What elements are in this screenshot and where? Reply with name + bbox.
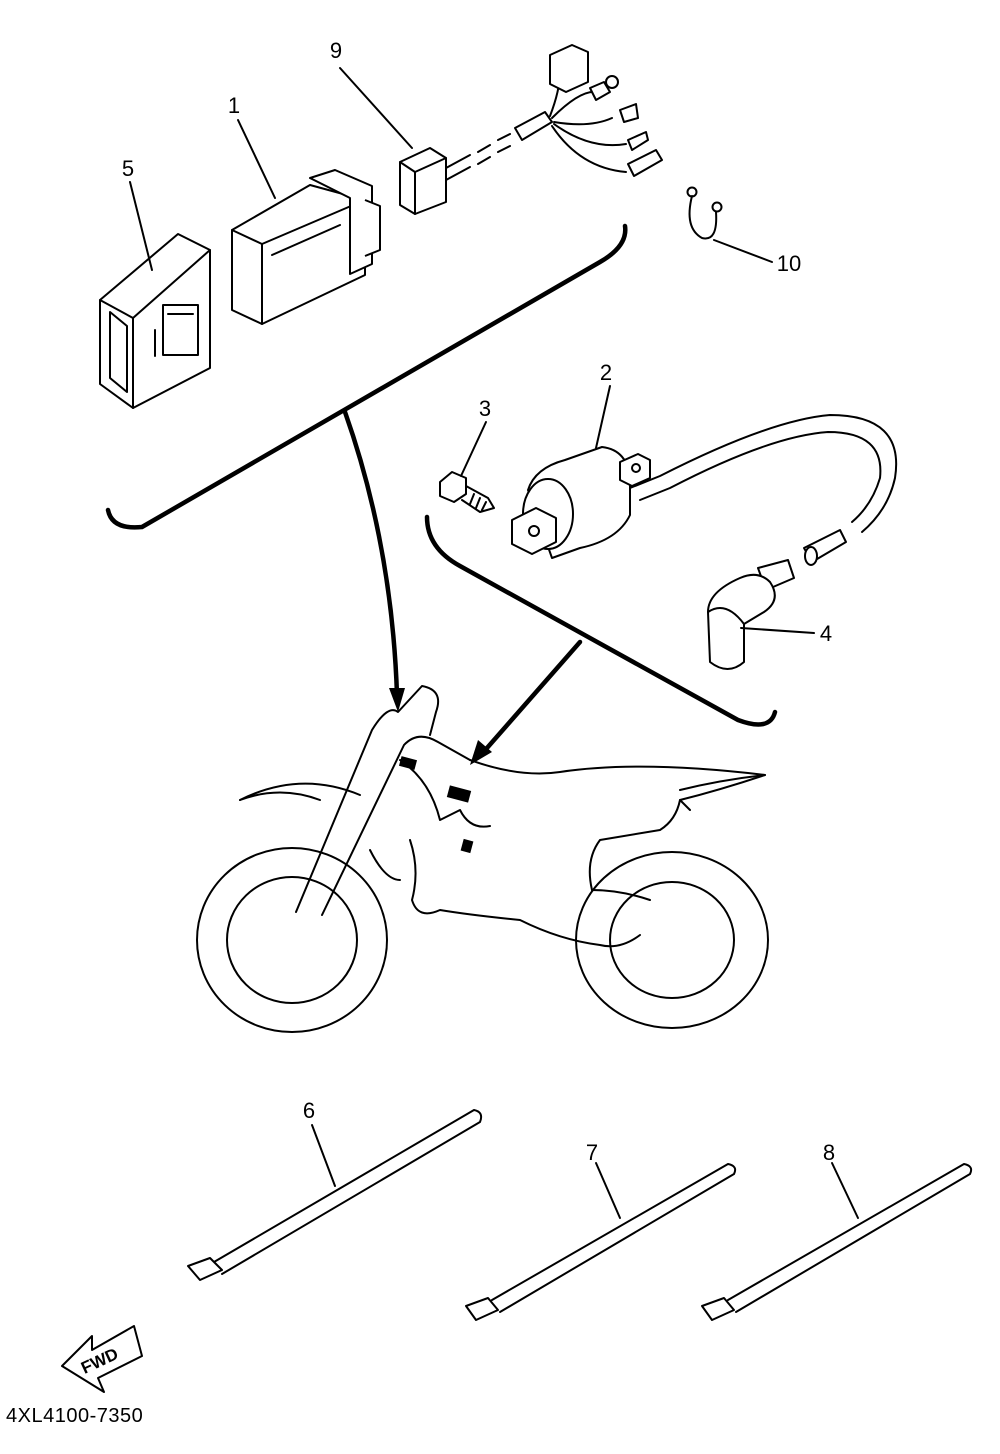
- part-label-1: 1: [228, 93, 240, 118]
- part-4-spark-plug-cap: [707, 529, 847, 670]
- part-10-clip: [686, 186, 723, 240]
- part-label-10: 10: [777, 251, 801, 276]
- part-9-wire-harness: [399, 44, 663, 215]
- part-7-cable-tie: [465, 1163, 737, 1321]
- part-label-3: 3: [479, 396, 491, 421]
- pointer-arrow-cdi: [342, 409, 405, 712]
- part-labels: 1 2 3 4 5 6 7 8 9 10: [122, 38, 835, 1165]
- part-label-7: 7: [586, 1140, 598, 1165]
- pointer-arrow-ignition: [470, 639, 583, 765]
- document-code: 4XL4100-7350: [6, 1405, 143, 1427]
- group-bracket-ignition: [424, 514, 778, 727]
- part-label-9: 9: [330, 38, 342, 63]
- part-label-2: 2: [600, 360, 612, 385]
- part-2-ignition-coil: [511, 414, 898, 559]
- part-5-connector: [99, 233, 211, 409]
- part-6-cable-tie: [187, 1109, 483, 1281]
- part-3-bolt: [439, 471, 495, 513]
- motorcycle-outline: [196, 685, 769, 1033]
- group-bracket-cdi: [105, 223, 628, 530]
- part-1-cdi-unit: [231, 169, 381, 325]
- leader-lines: [129, 67, 859, 1219]
- part-label-6: 6: [303, 1098, 315, 1123]
- part-8-cable-tie: [701, 1163, 973, 1321]
- part-label-8: 8: [823, 1140, 835, 1165]
- part-label-4: 4: [820, 621, 832, 646]
- forward-arrow-icon: FWD: [61, 1325, 143, 1393]
- part-label-5: 5: [122, 156, 134, 181]
